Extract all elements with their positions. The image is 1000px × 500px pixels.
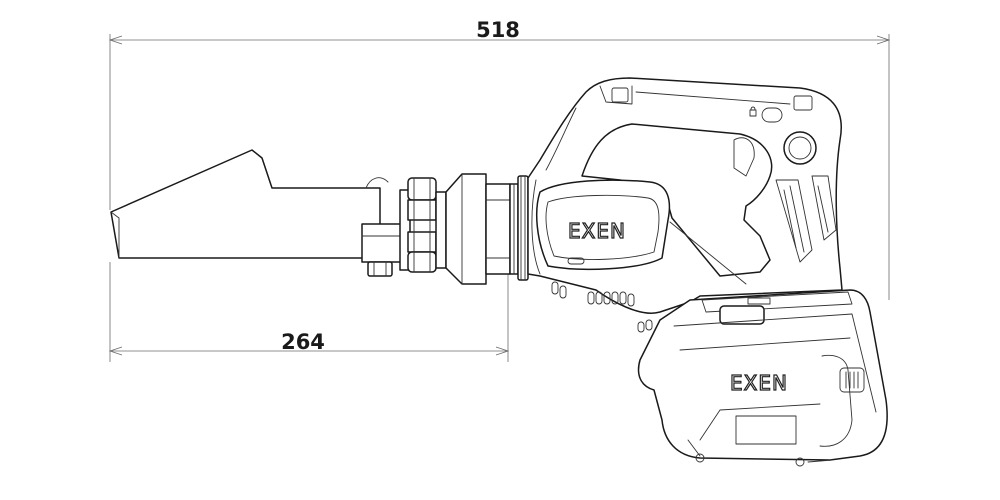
dimension-overall-label: 518: [476, 18, 520, 42]
lower-vents: [551, 281, 653, 333]
adapter: [445, 173, 529, 285]
body-logo: EXEN: [568, 219, 626, 243]
dimension-overall: 518: [108, 18, 891, 300]
battery-logo: EXEN: [730, 371, 788, 395]
nozzle: [110, 149, 407, 277]
blower-body: EXEN: [527, 77, 843, 333]
battery-pack: EXEN: [637, 289, 888, 467]
coupling: [399, 177, 447, 273]
dimension-nozzle-label: 264: [281, 330, 325, 354]
dimension-nozzle: 264: [108, 262, 510, 362]
